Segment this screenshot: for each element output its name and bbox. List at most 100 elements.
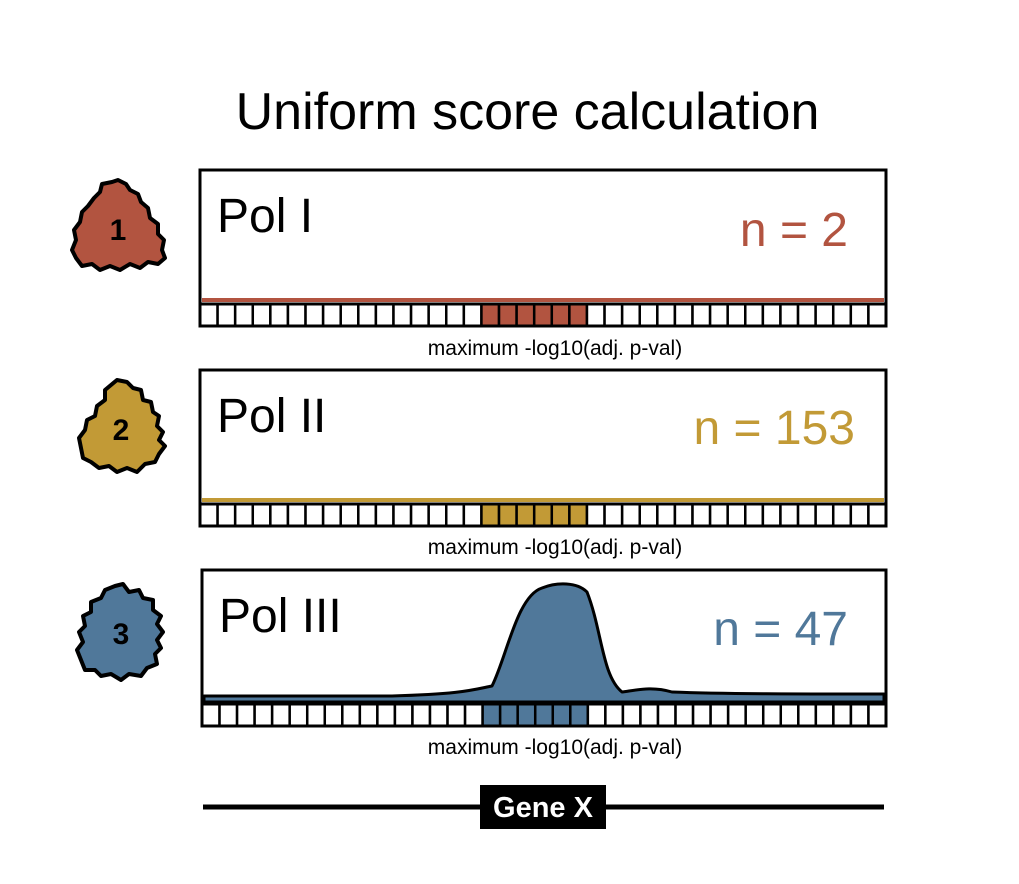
bin-bar (198, 502, 888, 528)
bin-cell (374, 302, 395, 328)
bin-cell (814, 302, 835, 328)
bin-cell (374, 502, 395, 528)
bin-cell (586, 702, 607, 728)
bin-cell (409, 502, 430, 528)
polymerase-badge: 2 (77, 378, 167, 474)
bin-cell (796, 302, 817, 328)
bin-cell (726, 502, 747, 528)
bin-cell (761, 702, 783, 728)
diagram-title: Uniform score calculation (235, 83, 820, 141)
polymerase-label: Pol II (217, 390, 326, 443)
bin-cell (341, 702, 362, 728)
bin-cell (691, 702, 712, 728)
bin-cell (779, 702, 800, 728)
bin-cell (480, 502, 501, 528)
bin-cell (550, 502, 571, 528)
bin-cell (673, 302, 694, 328)
bin-cell (867, 702, 888, 728)
bin-cell (427, 302, 448, 328)
bin-cell (481, 702, 502, 728)
bin-cell (814, 502, 835, 528)
bin-cell (515, 502, 536, 528)
bin-cell (323, 702, 344, 728)
bin-cell (462, 502, 483, 528)
bin-cell (726, 702, 747, 728)
polymerase-badge: 1 (70, 178, 167, 272)
bin-cell (656, 502, 677, 528)
bin-cell (761, 302, 782, 328)
bin-cell (198, 502, 219, 528)
bin-cell (286, 502, 307, 528)
bin-cell (796, 502, 817, 528)
polymerase-label: Pol I (217, 190, 313, 243)
bin-cell (639, 702, 660, 728)
count-label: n = 47 (713, 603, 848, 656)
bin-cell (604, 702, 625, 728)
bin-cell (849, 702, 870, 728)
bin-cell (515, 302, 536, 328)
bin-cell (569, 702, 590, 728)
bin-cell (814, 702, 835, 728)
bin-cell (585, 502, 606, 528)
bin-cell (288, 702, 309, 728)
bin-cell (867, 302, 888, 328)
bin-cell (304, 302, 325, 328)
bin-bar (198, 302, 888, 328)
gene-box (480, 785, 606, 829)
bin-cell (744, 502, 765, 528)
bin-cell (550, 302, 571, 328)
bin-cell (568, 502, 589, 528)
bin-cell (411, 702, 432, 728)
bin-cell (392, 502, 413, 528)
bin-bar (200, 702, 888, 728)
bin-cell (253, 702, 274, 728)
bin-cell (638, 302, 659, 328)
bin-cell (218, 702, 239, 728)
bin-cell (779, 302, 800, 328)
bin-cell (849, 302, 870, 328)
axis-label: maximum -log10(adj. p-val) (428, 337, 682, 360)
bin-cell (849, 502, 870, 528)
bin-cell (603, 502, 624, 528)
bin-cell (480, 302, 501, 328)
count-label: n = 153 (694, 402, 855, 455)
bin-cell (708, 302, 729, 328)
bin-cell (656, 702, 677, 728)
bin-cell (708, 502, 729, 528)
bin-cell (620, 502, 641, 528)
bin-cell (585, 302, 606, 328)
bin-cell (200, 702, 221, 728)
bin-cell (744, 302, 765, 328)
badge-number: 3 (113, 618, 130, 651)
bin-cell (551, 702, 572, 728)
bin-cell (726, 302, 747, 328)
gene-label: Gene X (493, 792, 594, 824)
bin-cell (393, 702, 414, 728)
bin-cell (533, 702, 555, 728)
bin-cell (621, 702, 642, 728)
bin-cell (744, 702, 765, 728)
bin-cell (779, 502, 800, 528)
bin-cell (251, 502, 272, 528)
bin-cell (339, 502, 360, 528)
bin-cell (709, 702, 730, 728)
bin-cell (445, 502, 466, 528)
bin-cell (656, 302, 677, 328)
bin-cell (305, 702, 327, 728)
bin-cell (831, 502, 853, 528)
bin-cell (516, 702, 537, 728)
bin-cell (392, 302, 413, 328)
bin-cell (797, 702, 818, 728)
bin-cell (409, 302, 430, 328)
bin-cell (832, 702, 853, 728)
bin-cell (620, 302, 641, 328)
bin-cell (198, 302, 219, 328)
bin-cell (304, 502, 325, 528)
polymerase-badge: 3 (75, 582, 165, 682)
bin-cell (286, 302, 307, 328)
bin-cell (445, 302, 466, 328)
